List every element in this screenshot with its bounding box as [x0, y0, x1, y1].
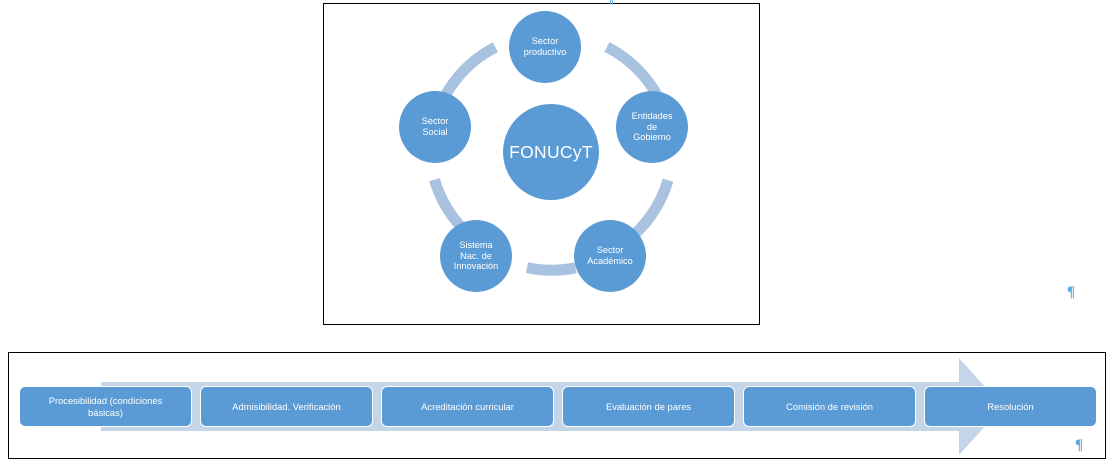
node-sector-academico: Sector Académico — [574, 220, 646, 292]
node-sector-social-label: Sector Social — [421, 116, 449, 137]
process-step-resolucion[interactable]: Resolución — [924, 386, 1097, 427]
process-step-comision-de-revision-label: Comisión de revisión — [785, 400, 874, 412]
pilcrow-mark-icon: ¶ — [606, 0, 614, 6]
process-step-acreditacion-curricular[interactable]: Acreditación curricular — [381, 386, 554, 427]
process-step-acreditacion-curricular-label: Acreditación curricular — [421, 400, 514, 412]
node-entidades-de-gobierno-label: Entidades de Gobierno — [631, 110, 673, 143]
node-sector-productivo: Sector productivo — [509, 11, 581, 83]
process-step-procesibilidad-label: Procesibilidad (condiciones básicas) — [48, 394, 163, 418]
process-step-resolucion-label: Resolución — [987, 400, 1034, 412]
node-entidades-de-gobierno: Entidades de Gobierno — [616, 91, 688, 163]
node-sistema-nac-de-innovacion: Sistema Nac. de Innovación — [440, 220, 512, 292]
node-sector-productivo-label: Sector productivo — [523, 36, 567, 57]
process-flow-panel: Procesibilidad (condiciones básicas) Adm… — [8, 352, 1106, 459]
process-step-evaluacion-de-pares-label: Evaluación de pares — [606, 400, 691, 412]
process-step-comision-de-revision[interactable]: Comisión de revisión — [743, 386, 916, 427]
hub-label: FONUCyT — [509, 141, 593, 162]
process-step-list: Procesibilidad (condiciones básicas) Adm… — [19, 386, 1097, 427]
hub-circle-fonucyt: FONUCyT — [503, 104, 599, 200]
node-sector-social: Sector Social — [399, 91, 471, 163]
process-step-procesibilidad[interactable]: Procesibilidad (condiciones básicas) — [19, 386, 192, 427]
process-step-evaluacion-de-pares[interactable]: Evaluación de pares — [562, 386, 735, 427]
pilcrow-mark-icon: ¶ — [1067, 284, 1076, 300]
radial-diagram-panel: FONUCyT Sector productivo Entidades de G… — [323, 3, 1075, 326]
node-sistema-nac-de-innovacion-label: Sistema Nac. de Innovación — [453, 239, 499, 272]
process-step-admisibilidad-label: Admisibilidad. Verificación — [232, 400, 341, 412]
process-step-admisibilidad[interactable]: Admisibilidad. Verificación — [200, 386, 373, 427]
pilcrow-mark-icon: ¶ — [1075, 437, 1084, 453]
radial-cycle-diagram: FONUCyT Sector productivo Entidades de G… — [324, 4, 761, 326]
node-sector-academico-label: Sector Académico — [587, 245, 633, 266]
